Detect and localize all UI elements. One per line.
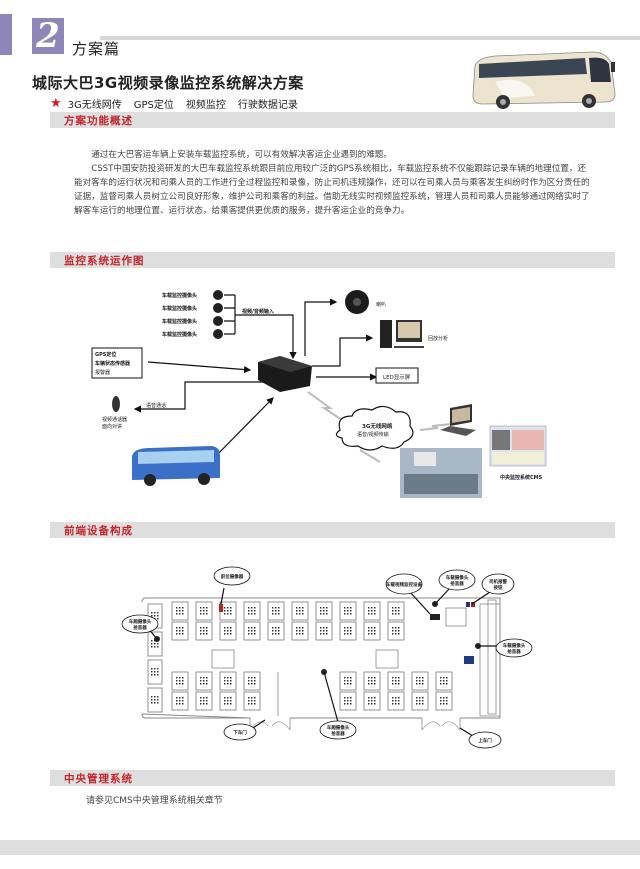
feature-tag: 视频监控 <box>185 100 226 111</box>
handset-label: 面向对讲 <box>102 424 123 430</box>
side-tab-marker <box>0 14 12 55</box>
callout-right-camera: 拾音器 <box>507 648 521 655</box>
feature-tags: ★ 3G无线网传 GPS定位 视频监控 行驶数据记录 <box>50 96 310 111</box>
cms-label: 中央监控系统CMS <box>500 475 543 481</box>
footer-bar <box>0 840 640 855</box>
callout-top-camera: 前位摄像器 <box>221 573 244 580</box>
camera-label: 车载监控摄像头 <box>162 306 198 312</box>
section-title: 方案功能概述 <box>64 115 133 127</box>
sensor-label: 报警器 <box>95 370 111 376</box>
header-rule <box>100 36 640 40</box>
pc-label: 回放分析 <box>428 336 449 342</box>
camera-icons <box>213 290 223 339</box>
callout-mid-camera: 车厢摄像头 <box>327 724 350 731</box>
dome-camera-icon <box>213 290 223 300</box>
section-title: 前端设备构成 <box>64 525 133 537</box>
sensor-label: 车辆状态传感器 <box>95 361 131 367</box>
alarm-button-icon <box>471 602 475 607</box>
callout-dvr: 车载视频监控设备 <box>386 581 422 588</box>
callout-front-camera: 车载摄像头 <box>446 574 469 581</box>
star-icon: ★ <box>50 96 62 111</box>
mobile-dvr-icon <box>258 356 312 392</box>
section-header-frontend: 前端设备构成 <box>50 522 615 538</box>
camera-label: 车载监控摄像头 <box>162 293 198 299</box>
feature-tag: 行驶数据记录 <box>237 100 298 111</box>
dvr-device-icon <box>430 614 440 620</box>
page-title: 城际大巴3G视频录像监控系统解决方案 <box>32 74 304 92</box>
feature-tag: GPS定位 <box>133 100 174 111</box>
system-operation-diagram: 车载监控摄像头 车载监控摄像头 车载监控摄像头 车载监控摄像头 视频/音频输入 … <box>80 280 600 505</box>
section-header-operation: 监控系统运作图 <box>50 252 615 268</box>
cloud-network-icon <box>335 405 414 451</box>
driver-seat-icon <box>464 656 474 664</box>
callout-front-door: 上车门 <box>478 737 492 744</box>
handset-icon <box>112 396 120 412</box>
alarm-button-icon <box>466 602 470 607</box>
handset-label: 视频通话器 <box>102 417 128 423</box>
sensor-label: GPS定位 <box>95 352 117 358</box>
diagram-lines <box>91 290 547 498</box>
camera-label: 车载监控摄像头 <box>162 332 198 338</box>
speaker-label: 喇叭 <box>376 302 387 308</box>
desktop-pc-icon <box>380 320 424 348</box>
callout-left-camera: 车厢摄像头 <box>129 618 152 625</box>
led-display-label: LED显示屏 <box>383 375 411 381</box>
voice-label: 语音通话 <box>146 403 167 409</box>
coach-bus-image <box>472 51 616 109</box>
bus-icon <box>132 446 220 486</box>
paragraph: 通过在大巴客运车辆上安装车载监控系统，可以有效解决客运企业遇到的难题。 <box>91 150 392 160</box>
bus-floor-plan: 前位摄像器 车厢摄像头 拾音器 车载视频监控设备 车载摄像头 拾音器 司机报警 … <box>100 560 540 750</box>
dome-camera-icon <box>213 303 223 313</box>
callout-left-camera: 拾音器 <box>133 624 147 631</box>
callout-alarm: 司机报警 <box>489 578 507 585</box>
section-title: 中央管理系统 <box>64 773 133 785</box>
chapter-number: 2 <box>32 18 64 54</box>
camera-label: 车载监控摄像头 <box>162 319 198 325</box>
dome-camera-icon <box>213 316 223 326</box>
callout-mid-camera: 拾音器 <box>331 730 345 737</box>
section-title: 监控系统运作图 <box>64 255 145 267</box>
paragraph: CSST中国安防投资研发的大巴车载监控系统跟目前应用较广泛的GPS系统相比，车载… <box>74 164 590 216</box>
floor-plan-drawing: 前位摄像器 车厢摄像头 拾音器 车载视频监控设备 车载摄像头 拾音器 司机报警 … <box>121 566 533 749</box>
av-input-label: 视频/音频输入 <box>242 309 274 315</box>
front-camera-device-icon <box>219 604 223 612</box>
network-title: 3G无线网络 <box>362 424 393 430</box>
feature-tag: 3G无线网传 <box>67 100 122 111</box>
callout-front-camera: 拾音器 <box>450 580 464 587</box>
chapter-label: 方案篇 <box>72 40 121 58</box>
cms-note: 请参见CMS中央管理系统相关章节 <box>86 796 223 806</box>
section-header-overview: 方案功能概述 <box>50 112 615 128</box>
network-subtitle: 语音/视频传输 <box>357 432 389 438</box>
laptop-icon <box>440 404 476 436</box>
callout-alarm: 按钮 <box>494 584 503 591</box>
callout-rear-door: 下车门 <box>233 729 247 736</box>
section-header-cms: 中央管理系统 <box>50 770 615 786</box>
dome-camera-icon <box>213 329 223 339</box>
overview-text: 通过在大巴客运车辆上安装车载监控系统，可以有效解决客运企业遇到的难题。 CSST… <box>74 148 594 218</box>
callout-right-camera: 车载摄像头 <box>503 642 526 649</box>
